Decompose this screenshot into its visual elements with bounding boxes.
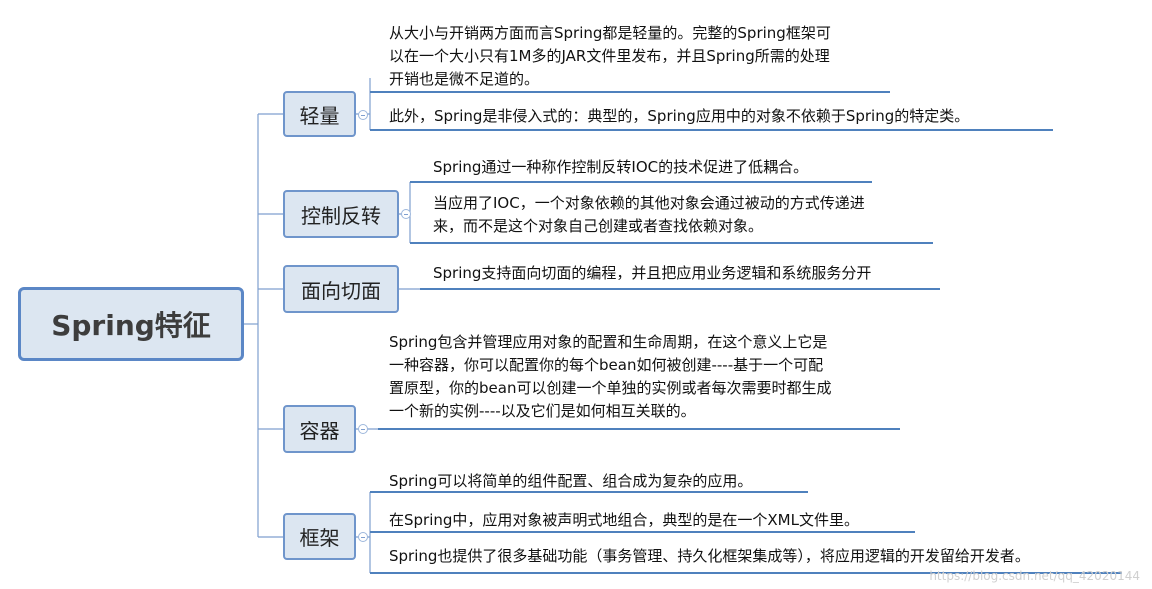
collapse-toggle-icon[interactable] [358, 532, 368, 542]
root-node[interactable]: Spring特征 [18, 287, 244, 361]
leaf-text: Spring包含并管理应用对象的配置和生命周期，在这个意义上它是 一种容器，你可… [389, 333, 832, 420]
leaf-text: 从大小与开销两方面而言Spring都是轻量的。完整的Spring框架可 以在一个… [389, 24, 831, 88]
leaf-text: 当应用了IOC，一个对象依赖的其他对象会通过被动的方式传递进 来，而不是这个对象… [433, 194, 865, 235]
branch-label: 框架 [299, 526, 340, 550]
branch-node-aop[interactable]: 面向切面 [283, 265, 399, 313]
leaf-text: 此外，Spring是非侵入式的：典型的，Spring应用中的对象不依赖于Spri… [389, 107, 970, 125]
collapse-toggle-icon[interactable] [401, 209, 411, 219]
watermark: https://blog.csdn.net/qq_42020144 [929, 569, 1140, 583]
leaf-text: 在Spring中，应用对象被声明式地组合，典型的是在一个XML文件里。 [389, 511, 859, 529]
root-label: Spring特征 [51, 309, 211, 342]
leaf-text: Spring可以将简单的组件配置、组合成为复杂的应用。 [389, 472, 753, 490]
branch-label: 轻量 [299, 103, 340, 128]
branch-node-container[interactable]: 容器 [283, 405, 356, 453]
leaf-text: Spring支持面向切面的编程，并且把应用业务逻辑和系统服务分开 [433, 264, 872, 282]
leaf-text: Spring也提供了很多基础功能（事务管理、持久化框架集成等），将应用逻辑的开发… [389, 547, 1030, 565]
branch-node-framework[interactable]: 框架 [283, 513, 356, 560]
branch-label: 控制反转 [301, 203, 381, 228]
branch-label: 容器 [299, 418, 340, 443]
collapse-toggle-icon[interactable] [358, 424, 368, 434]
collapse-toggle-icon[interactable] [358, 110, 368, 120]
branch-label: 面向切面 [301, 278, 381, 303]
branch-node-ioc[interactable]: 控制反转 [283, 190, 399, 238]
branch-node-lightweight[interactable]: 轻量 [283, 91, 356, 137]
leaf-text: Spring通过一种称作控制反转IOC的技术促进了低耦合。 [433, 158, 809, 176]
